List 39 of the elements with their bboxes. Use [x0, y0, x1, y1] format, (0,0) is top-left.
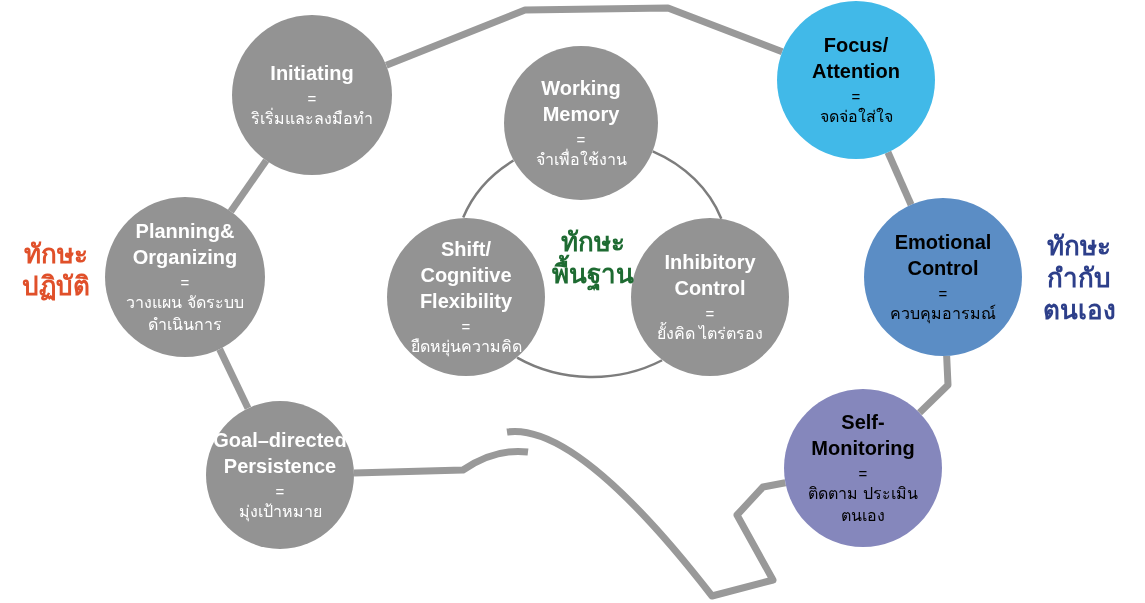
node-title: Initiating: [269, 61, 355, 86]
node-translation: ยั้งคิด ไตร่ตรอง: [656, 323, 764, 345]
ring-arc: [652, 150, 723, 220]
brain-outline-line: [385, 4, 784, 69]
skill-group-label: ทักษะปฏิบัติ: [21, 238, 91, 302]
equals-sign: =: [180, 274, 190, 292]
node-translation: ติดตาม ประเมินตนเอง: [808, 484, 918, 526]
node-title: Self-Monitoring: [810, 410, 916, 461]
node-translation: มุ่งเป้าหมาย: [238, 502, 322, 523]
equals-sign: =: [858, 465, 868, 483]
brain-outline-line: [227, 158, 270, 214]
node-title: Inhibitory Control: [663, 250, 757, 301]
node-translation: วางแผน จัดระบบ ดำเนินการ: [125, 293, 245, 335]
node-translation: ริเริ่มและลงมือทำ: [251, 108, 373, 129]
node-translation: ควบคุมอารมณ์: [890, 303, 996, 325]
equals-sign: =: [307, 90, 317, 108]
equals-sign: =: [705, 305, 715, 323]
node-title: Planning& Organizing: [131, 219, 239, 270]
equals-sign: =: [576, 131, 586, 149]
node-title: Focus/ Attention: [811, 33, 901, 84]
equals-sign: =: [938, 285, 948, 303]
skill-group-label: ทักษะกำกับตนเอง: [1041, 230, 1117, 326]
node-translation: จำเพื่อใช้งาน: [535, 149, 627, 170]
brain-outline-line: [353, 447, 529, 477]
brain-outline-line: [884, 150, 915, 207]
equals-sign: =: [461, 318, 471, 336]
node-title: Working Memory: [540, 76, 622, 127]
node-translation: จดจ่อใส่ใจ: [819, 106, 893, 127]
node-title: Emotional Control: [893, 230, 993, 281]
equals-sign: =: [275, 483, 285, 501]
node-translation: ยืดหยุ่นความคิด: [410, 337, 522, 358]
node-title: Shift/ Cognitive Flexibility: [418, 237, 514, 314]
brain-outline-line: [506, 428, 787, 600]
node-title: Goal–directed Persistence: [212, 428, 348, 479]
brain-outline-line: [216, 347, 252, 410]
ring-arc: [516, 356, 663, 379]
equals-sign: =: [851, 88, 861, 106]
skill-group-label: ทักษะพื้นฐาน: [551, 226, 635, 290]
ring-arc: [462, 159, 515, 218]
